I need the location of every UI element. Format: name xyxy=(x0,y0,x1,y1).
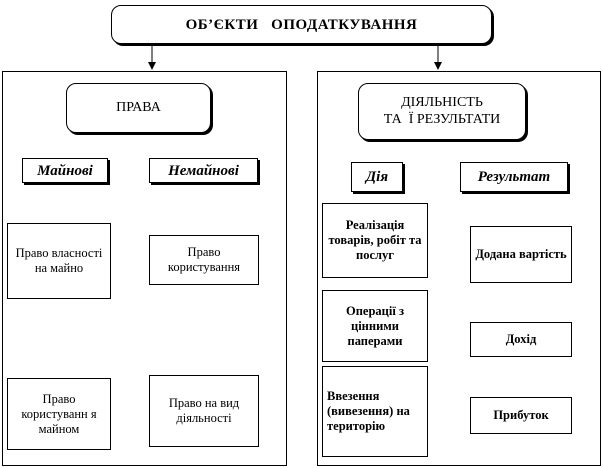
category-rezultat: Результат xyxy=(460,162,568,192)
category-nemaynovi-label: Немайнові xyxy=(168,162,239,179)
item-prybutok: Прибуток xyxy=(470,397,572,434)
item-pravo-na-vyd-diyalnosti: Право на вид діяльності xyxy=(149,375,259,447)
diyalnist-header-line1: ДІЯЛЬНІСТЬ xyxy=(401,94,483,110)
item-pravo-korystuvannya-maynom: Право користуванн я майном xyxy=(7,378,111,450)
category-rezultat-label: Результат xyxy=(477,169,551,185)
item-pravo-korystuvannya-maynom-text: Право користуванн я майном xyxy=(21,391,97,436)
item-pravo-korystuvannya: Право користування xyxy=(149,235,259,285)
diagram-title-text: ОБ’ЄКТИ ОПОДАТКУВАННЯ xyxy=(185,16,418,33)
item-dokhid: Дохід xyxy=(470,322,572,357)
category-maynovi: Майнові xyxy=(22,158,108,183)
item-operatsii-text: Операції з цінними паперами xyxy=(346,303,404,348)
item-dodana-vartist-text: Додана вартість xyxy=(475,247,567,261)
diagram-title: ОБ’ЄКТИ ОПОДАТКУВАННЯ xyxy=(111,5,492,44)
item-dokhid-text: Дохід xyxy=(505,332,537,346)
category-maynovi-label: Майнові xyxy=(37,162,93,179)
diyalnist-header-line2: ТА Ї РЕЗУЛЬТАТИ xyxy=(383,111,501,127)
category-diya: Дія xyxy=(351,162,403,192)
prava-header: ПРАВА xyxy=(66,83,211,133)
item-pravo-na-vyd-diyalnosti-text: Право на вид діяльності xyxy=(168,396,240,425)
item-prybutok-text: Прибуток xyxy=(493,408,549,422)
item-operatsii: Операції з цінними паперами xyxy=(322,290,428,362)
diyalnist-header: ДІЯЛЬНІСТЬ ТА Ї РЕЗУЛЬТАТИ xyxy=(358,83,526,140)
prava-header-text: ПРАВА xyxy=(116,99,161,115)
item-pravo-vlasnosti-text: Право власності на майно xyxy=(15,246,103,275)
item-pravo-vlasnosti: Право власності на майно xyxy=(7,223,111,299)
category-diya-label: Дія xyxy=(365,169,389,185)
item-realizatsiya: Реалізація товарів, робіт та послуг xyxy=(322,203,428,278)
item-vvezennya: Ввезення (вивезення) на територію xyxy=(322,366,428,457)
item-vvezennya-text: Ввезення (вивезення) на територію xyxy=(327,389,410,433)
item-realizatsiya-text: Реалізація товарів, робіт та послуг xyxy=(328,218,422,262)
item-dodana-vartist: Додана вартість xyxy=(470,226,572,283)
item-pravo-korystuvannya-text: Право користування xyxy=(167,245,241,274)
category-nemaynovi: Немайнові xyxy=(149,158,258,183)
